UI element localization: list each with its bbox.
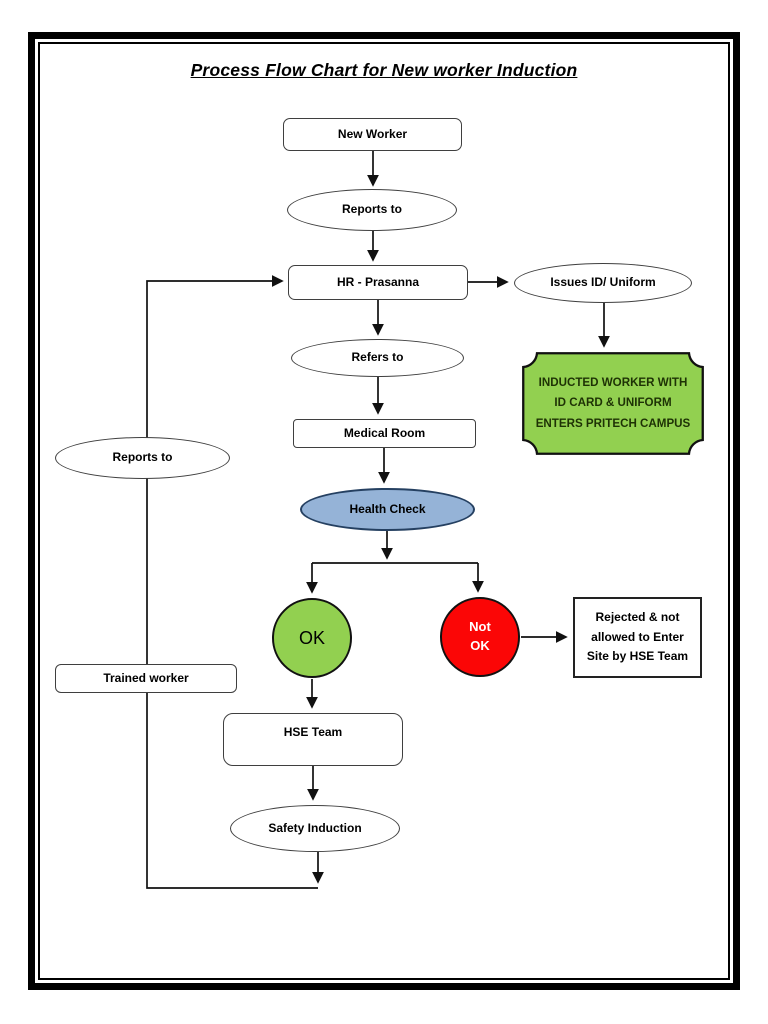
not-ok-line: Not (469, 619, 491, 635)
plaque-line: ENTERS PRITECH CAMPUS (535, 416, 691, 430)
page-border-inner (38, 42, 730, 980)
not-ok-line: OK (470, 638, 490, 653)
node-not-ok-circle: Not OK (440, 597, 520, 677)
node-rejected-box: Rejected & not allowed to Enter Site by … (573, 597, 702, 678)
plaque-line: INDUCTED WORKER WITH (538, 376, 688, 390)
plaque-line: ID CARD & UNIFORM (554, 396, 672, 410)
node-refers-to: Refers to (291, 339, 464, 377)
node-inducted-worker-plaque: INDUCTED WORKER WITH ID CARD & UNIFORM E… (522, 352, 704, 455)
node-reports-to-top: Reports to (287, 189, 457, 231)
node-medical-room: Medical Room (293, 419, 476, 448)
node-hr-prasanna: HR - Prasanna (288, 265, 468, 300)
plaque-path (522, 352, 704, 455)
plaque-shape (522, 352, 704, 455)
node-safety-induction: Safety Induction (230, 805, 400, 852)
node-ok-circle: OK (272, 598, 352, 678)
node-new-worker: New Worker (283, 118, 462, 151)
ok-label: OK (298, 627, 325, 648)
node-health-check: Health Check (300, 488, 475, 531)
page-title: Process Flow Chart for New worker Induct… (190, 60, 578, 80)
node-hse-team: HSE Team (223, 713, 403, 766)
connector-loopback-to-hr (146, 275, 318, 889)
rejected-line: Rejected & not (595, 609, 680, 624)
node-trained-worker: Trained worker (55, 664, 237, 693)
rejected-line: allowed to Enter (591, 629, 684, 644)
node-reports-to-left: Reports to (55, 437, 230, 479)
plaque-label: INDUCTED WORKER WITH ID CARD & UNIFORM E… (522, 352, 704, 455)
rejected-line: Site by HSE Team (586, 649, 689, 664)
node-issues-id-uniform: Issues ID/ Uniform (514, 263, 692, 303)
